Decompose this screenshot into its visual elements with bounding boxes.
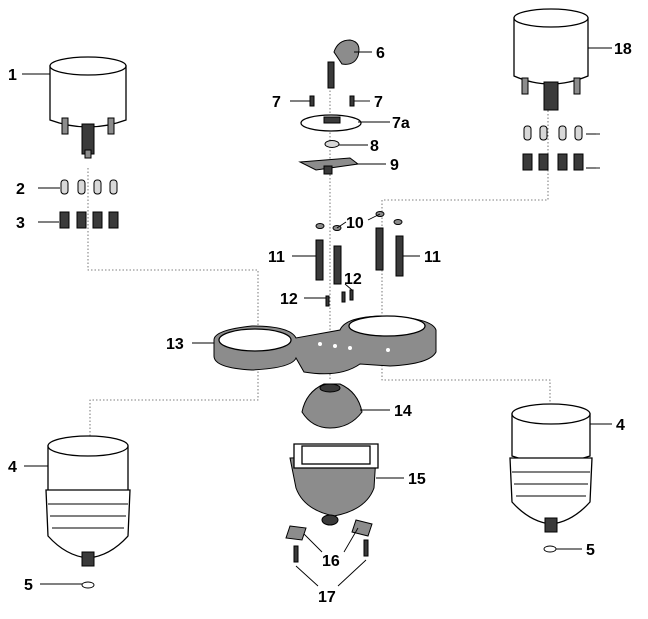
left-gauge-part-1 xyxy=(49,56,127,159)
clamps-part-16 xyxy=(285,519,373,541)
callout-5-left: 5 xyxy=(24,577,33,594)
callout-17: 17 xyxy=(318,589,336,606)
callout-labels: 1 2 3 4 5 4 5 6 7 7 7a 8 9 10 11 11 12 1… xyxy=(8,41,632,606)
callout-9: 9 xyxy=(390,157,399,174)
bulbs-left-part-2 xyxy=(60,179,118,195)
retainer-part-8 xyxy=(324,140,340,148)
bulb-sockets-right xyxy=(522,153,584,171)
callout-10: 10 xyxy=(346,215,364,232)
callout-1: 1 xyxy=(8,67,17,84)
retaining-ring-right-part-5 xyxy=(543,545,557,553)
callout-8: 8 xyxy=(370,138,379,155)
callout-13: 13 xyxy=(166,336,184,353)
switch-housing-part-14 xyxy=(301,383,363,429)
callout-11-right: 11 xyxy=(424,249,441,266)
callout-11-left: 11 xyxy=(268,249,285,266)
ignition-key-part-6 xyxy=(327,39,360,89)
right-bulb-leader-ticks xyxy=(586,133,600,169)
callout-7-right: 7 xyxy=(374,94,383,111)
instrument-bracket-part-13 xyxy=(213,315,437,375)
callout-16: 16 xyxy=(322,553,340,570)
callout-3: 3 xyxy=(16,215,25,232)
screws-part-17 xyxy=(293,539,369,563)
callout-5-right: 5 xyxy=(586,542,595,559)
callout-4-right: 4 xyxy=(616,417,625,434)
callout-14: 14 xyxy=(394,403,412,420)
bulbs-right xyxy=(523,125,583,141)
contact-plate-part-9 xyxy=(298,157,360,175)
right-gauge-part-18 xyxy=(513,8,589,111)
callout-12-left: 12 xyxy=(280,291,298,308)
rubber-cover-left-part-4 xyxy=(45,435,131,567)
cover-plate-part-7a xyxy=(300,114,362,132)
callout-2: 2 xyxy=(16,181,25,198)
callout-7-left: 7 xyxy=(272,94,281,111)
callout-6: 6 xyxy=(376,45,385,62)
rubber-cover-right-part-4 xyxy=(509,403,593,533)
callout-4-left: 4 xyxy=(8,459,17,476)
bolts-part-11 xyxy=(315,227,404,285)
retaining-ring-left-part-5 xyxy=(81,581,95,589)
screws-part-7 xyxy=(309,95,355,107)
callout-12-right: 12 xyxy=(344,271,362,288)
bulb-sockets-left-part-3 xyxy=(59,211,119,229)
callout-18: 18 xyxy=(614,41,632,58)
lower-housing-part-15 xyxy=(289,443,379,526)
callout-15: 15 xyxy=(408,471,426,488)
callout-7a: 7a xyxy=(392,115,410,132)
